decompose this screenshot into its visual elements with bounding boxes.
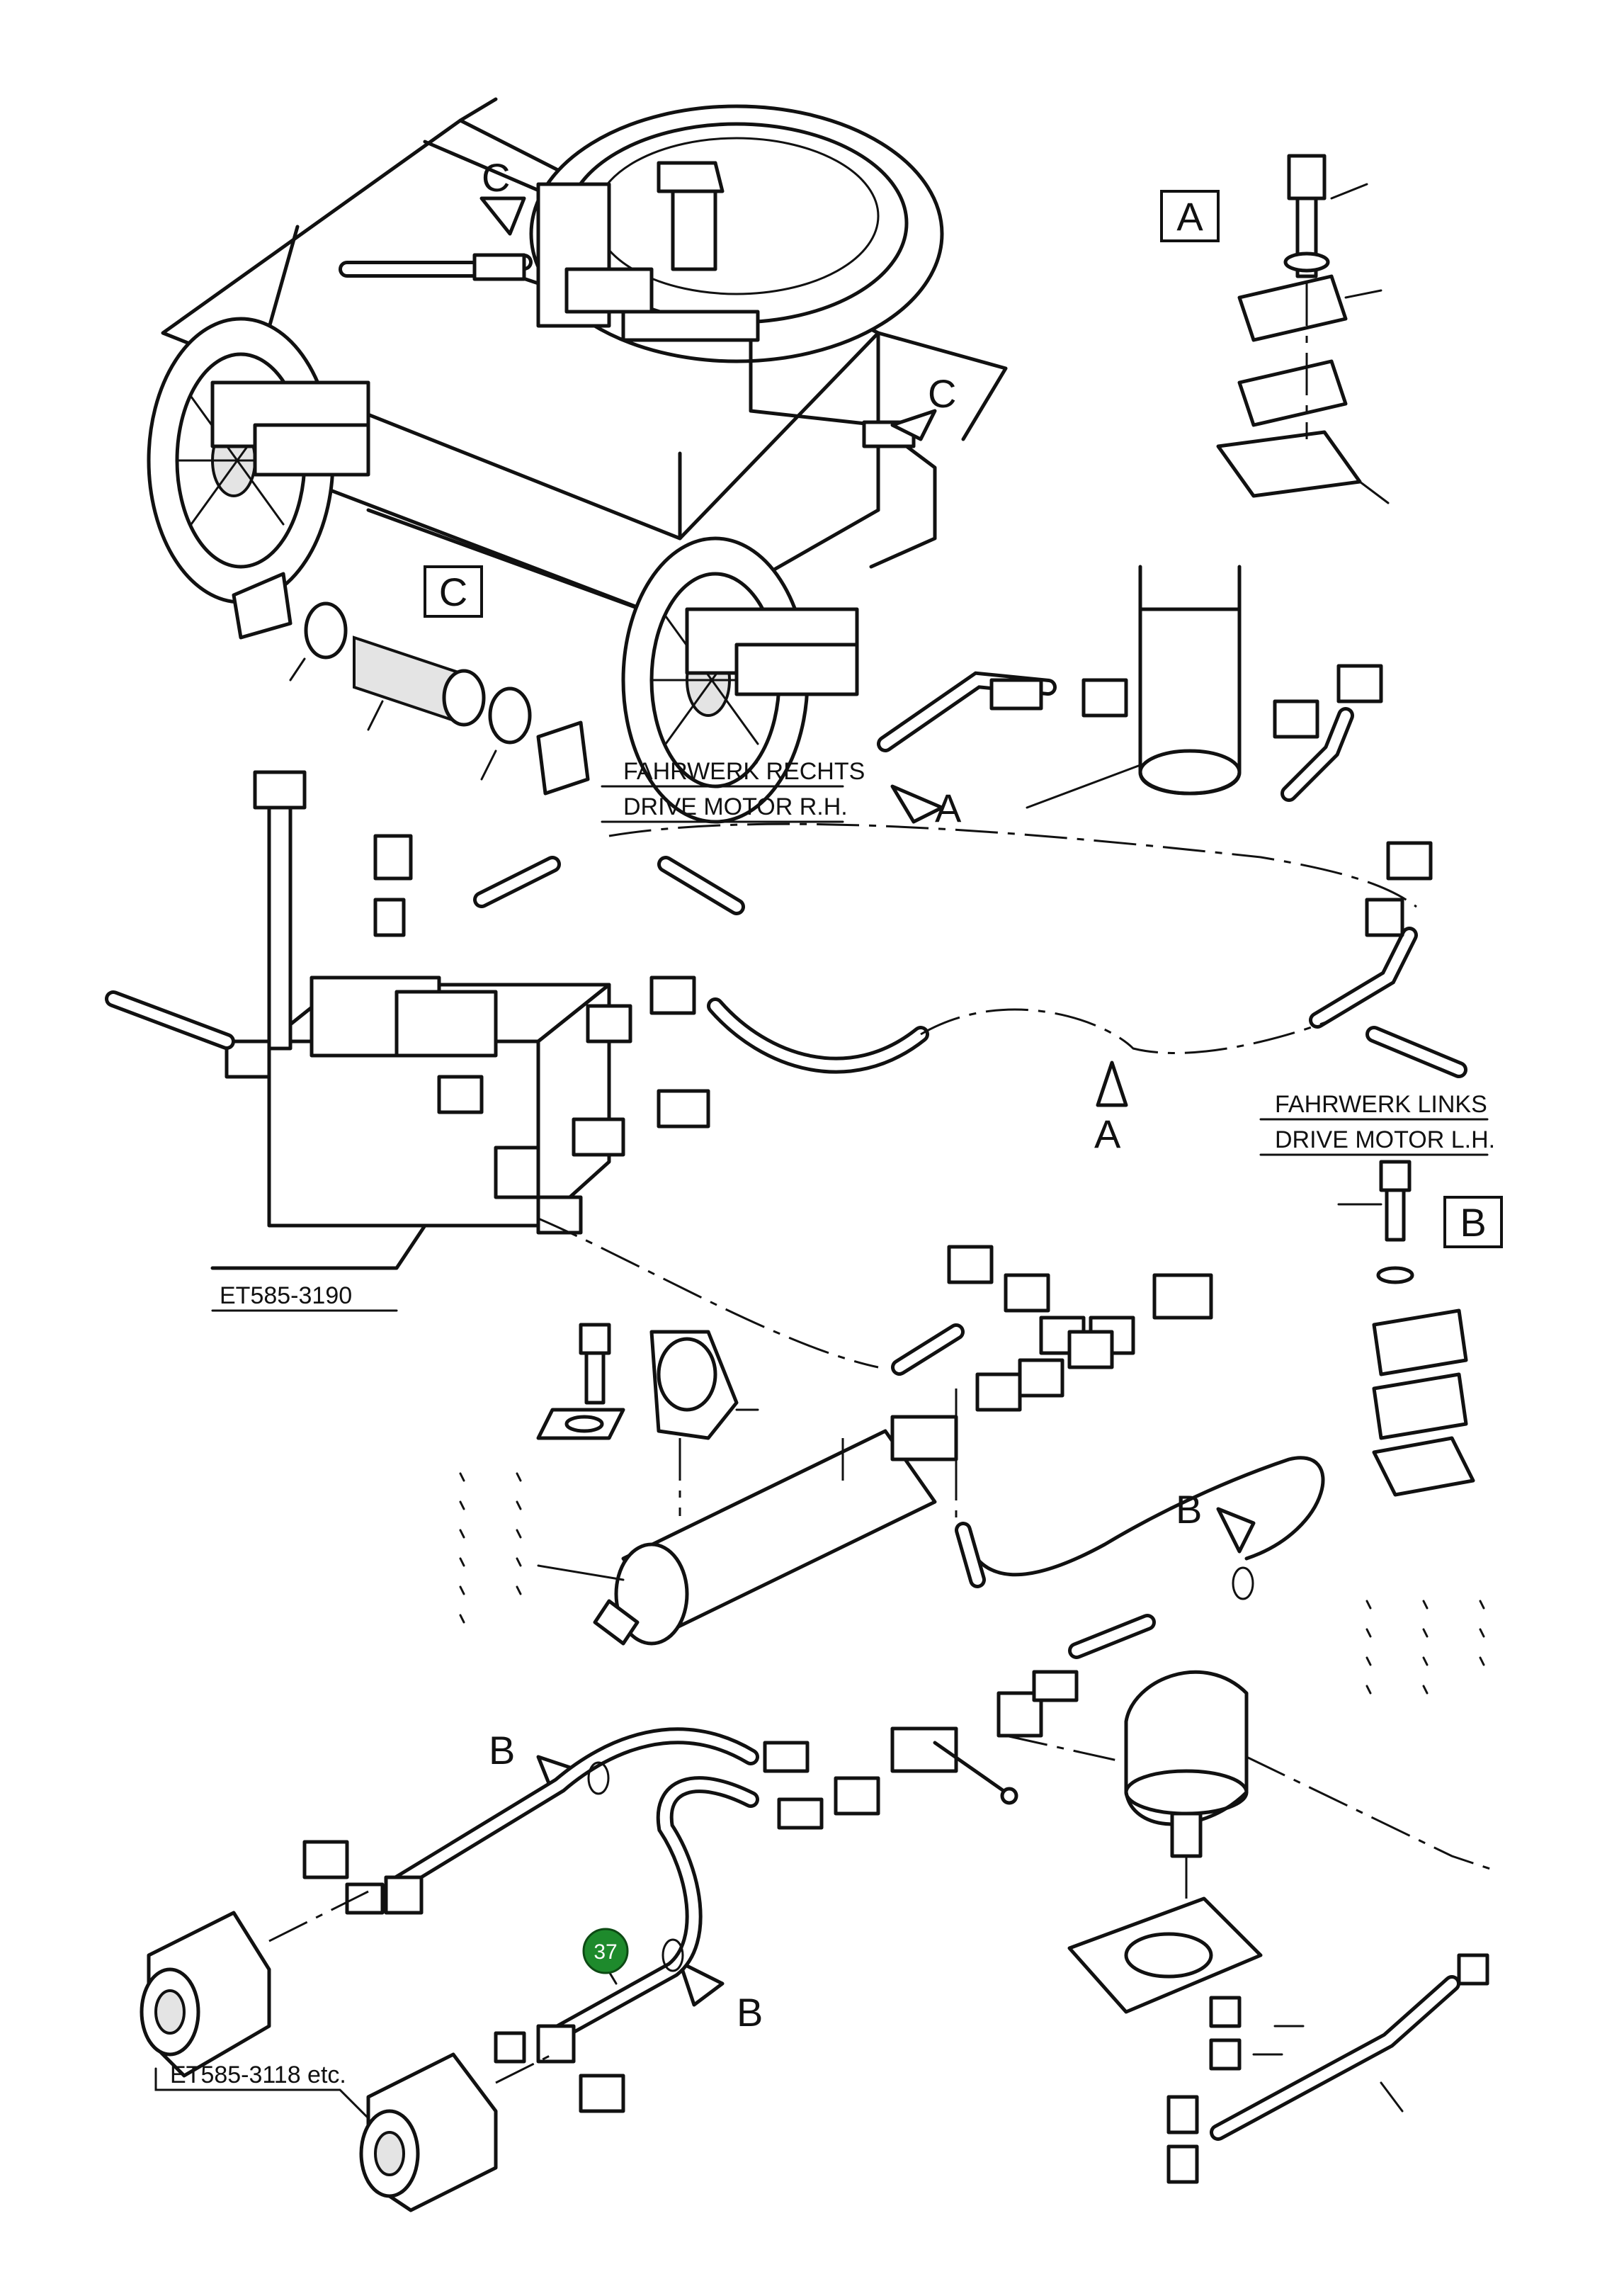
callout-badge[interactable] [582, 1928, 629, 1974]
label-drive-motor-rh: FAHRWERK RECHTS DRIVE MOTOR R.H. [601, 758, 865, 823]
label-motor-ref: ET585-3118 etc. [154, 2062, 370, 2120]
arrow-letter-c-top: C [482, 155, 510, 200]
label-drive-rh-de: FAHRWERK RECHTS [623, 758, 865, 785]
arrow-letter-a-bottom: A [1094, 1112, 1121, 1156]
detail-box-a [1160, 190, 1220, 242]
detail-box-c [424, 565, 483, 618]
arrow-letter-c-right: C [928, 371, 956, 416]
label-drive-motor-lh: FAHRWERK LINKS DRIVE MOTOR L.H. [1259, 1091, 1495, 1156]
right-track-wheel [621, 536, 859, 824]
detail-label-a: A [1176, 194, 1203, 239]
left-track-wheel [147, 317, 370, 604]
detail-box-b [1443, 1196, 1503, 1248]
arrow-letter-a-top: A [935, 786, 962, 830]
drive-motor-housing [1026, 565, 1242, 809]
drive-motor-rh-hoses [473, 664, 1417, 915]
swivel-joint [536, 161, 760, 342]
label-drive-lh-de: FAHRWERK LINKS [1275, 1091, 1487, 1118]
arrow-letter-b-left: B [489, 1728, 515, 1772]
detail-label-c: C [439, 570, 467, 614]
travel-motor-lower [359, 2052, 553, 2212]
control-valve-block: ET585-3190 [210, 770, 611, 1312]
tick-marks-centre [459, 1472, 522, 1624]
centre-right-fittings [538, 1217, 1213, 1412]
detail-a-group: A [1160, 154, 1390, 504]
callout-37[interactable]: 37 [582, 1928, 629, 1985]
detail-c-group: C [232, 565, 590, 796]
tick-marks-right [1365, 1600, 1485, 1695]
hose-loop-b [955, 1389, 1325, 1600]
hose-clamp-bracket [536, 1323, 759, 1440]
callout-number: 37 [594, 1940, 617, 1964]
label-valve-block-ref: ET585-3190 [220, 1282, 352, 1309]
label-motor-ref-text: ET585-3118 etc. [170, 2062, 346, 2088]
arrow-letter-b-lower: B [737, 1990, 763, 2035]
valve-block-inlet-hose [105, 990, 235, 1050]
travel-motor-upper [140, 1890, 369, 2078]
upper-hose-routing [339, 253, 937, 569]
hydraulic-cylinder [537, 1415, 958, 1646]
lower-hose-assembly [388, 1614, 1205, 2049]
label-drive-lh-en: DRIVE MOTOR L.H. [1275, 1126, 1495, 1153]
detail-b-group: B [1337, 1160, 1503, 1497]
drive-motor-lh-hoses [707, 841, 1467, 1078]
detail-label-b: B [1460, 1200, 1486, 1245]
valve-block-fittings [225, 834, 710, 1235]
accumulator [1067, 1670, 1495, 2184]
label-drive-rh-en: DRIVE MOTOR R.H. [623, 793, 848, 820]
